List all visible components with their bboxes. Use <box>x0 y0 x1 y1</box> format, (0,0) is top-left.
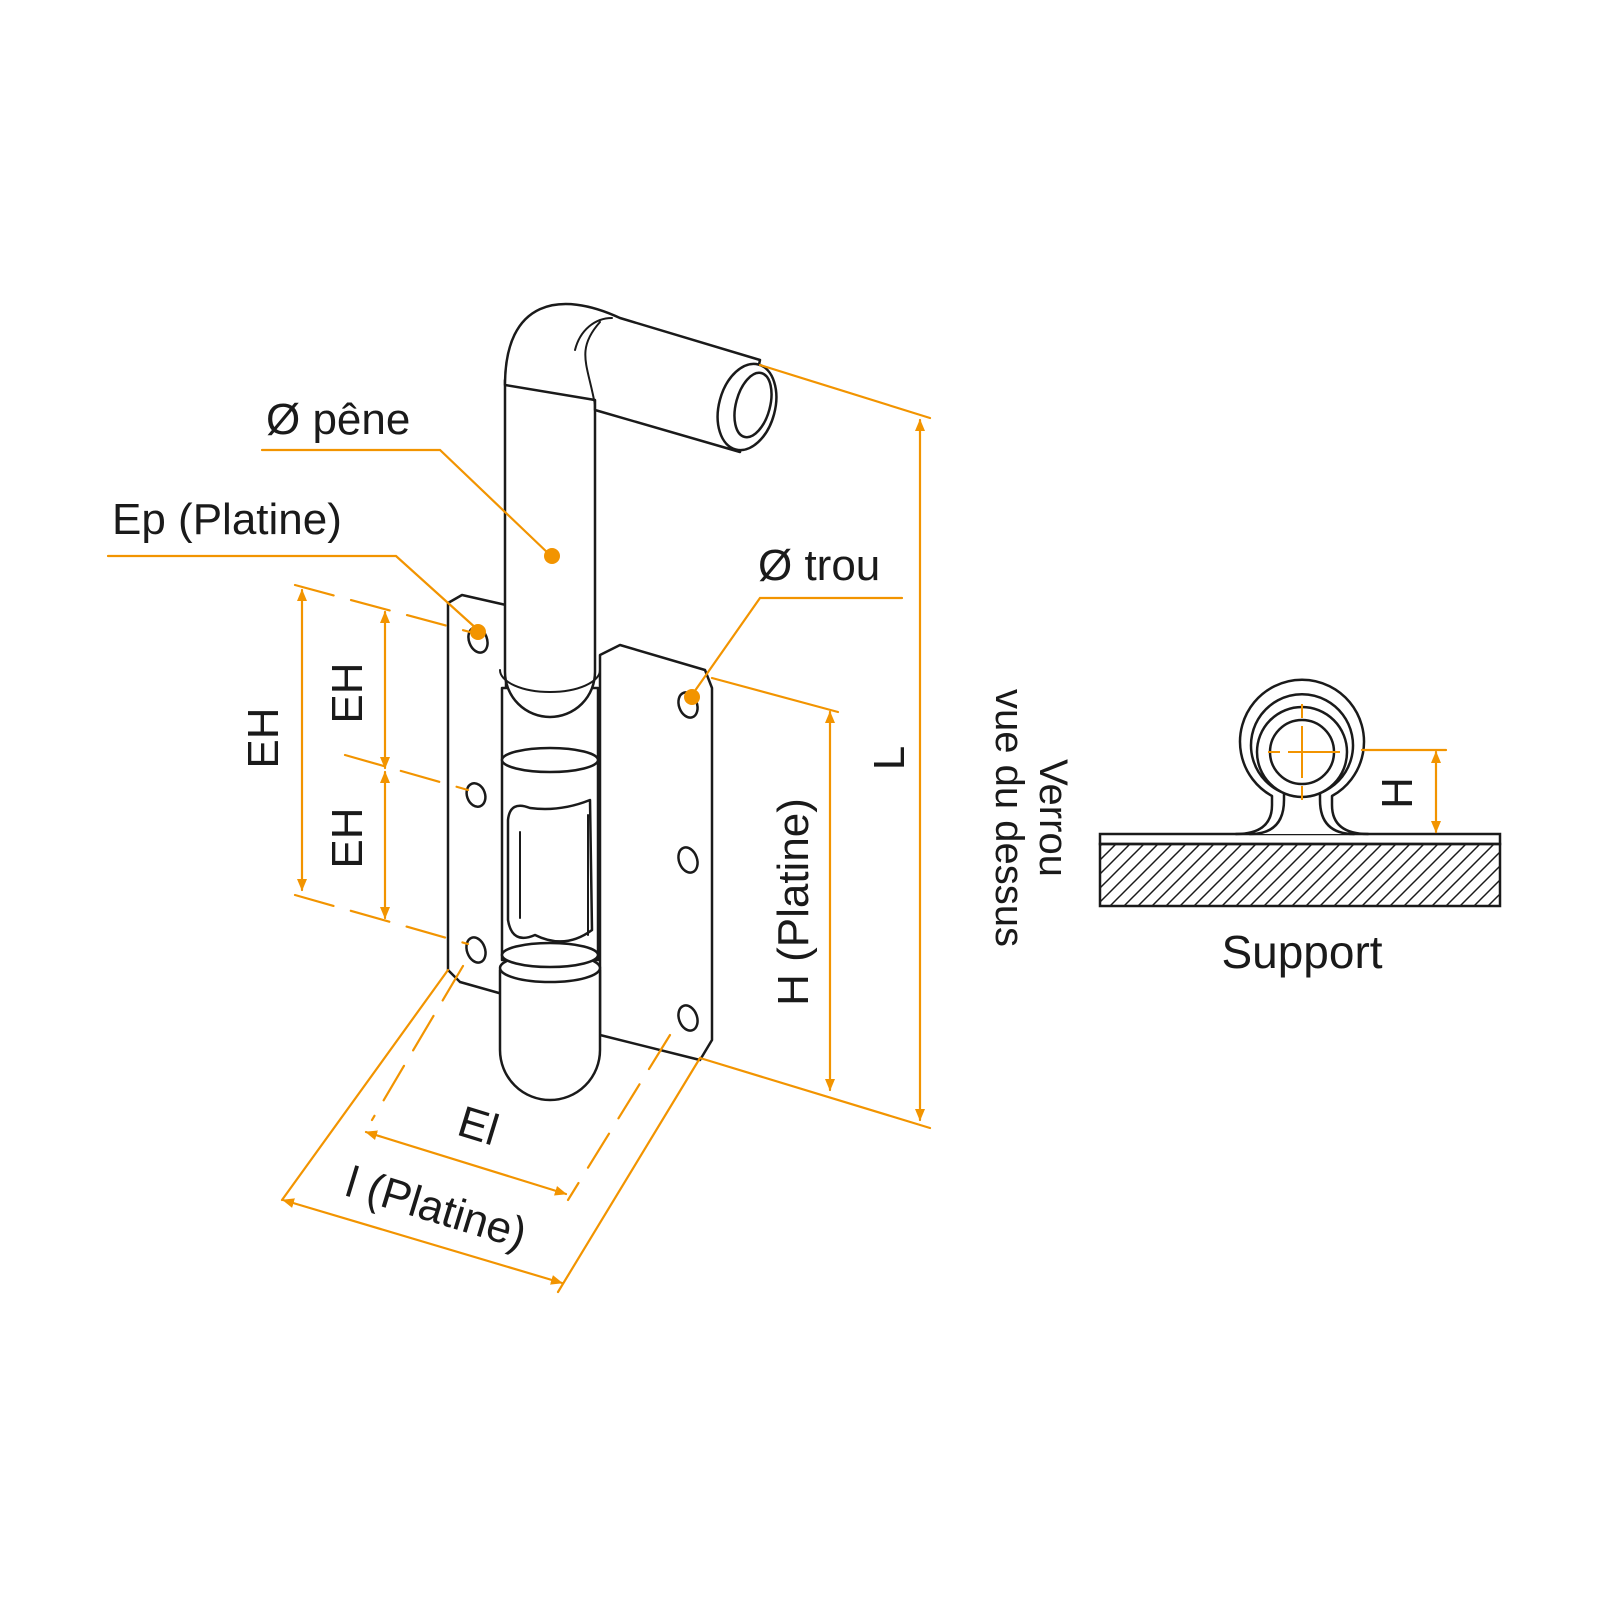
dimension-lines <box>106 363 932 1294</box>
label-diam-pene: Ø pêne <box>266 395 410 444</box>
l-extension-top <box>758 363 932 420</box>
guide-ring-lower <box>500 941 600 969</box>
l-extension-bottom <box>698 1056 932 1130</box>
l-platine-dimension <box>281 1198 564 1285</box>
top-view-caption: Verrou vue du dessus <box>987 689 1075 947</box>
label-h-small: H <box>1373 777 1422 809</box>
top-view-h-dimension <box>1360 748 1448 834</box>
leader-dot <box>544 548 560 564</box>
bolt-shaft-ring <box>499 669 601 693</box>
guide-slot <box>506 798 594 943</box>
dimension-labels: Ø pêne Ep (Platine) Ø trou EH EH EH H (P… <box>112 395 914 1259</box>
plate-holes <box>465 626 699 1032</box>
right-plate <box>598 643 714 1062</box>
bolt-handle-end-face <box>733 371 773 439</box>
eh-outer-ext-bottom <box>293 893 470 946</box>
label-h-platine: H (Platine) <box>769 798 818 1006</box>
label-verrou: Verrou <box>1031 759 1075 877</box>
support-top-strip <box>1098 832 1502 846</box>
hole-icon <box>465 936 487 964</box>
label-eh-outer: EH <box>239 707 288 768</box>
label-eh-lower: EH <box>323 807 372 868</box>
label-el: El <box>452 1097 504 1155</box>
el-dimension <box>364 1130 568 1196</box>
label-l-platine: l (Platine) <box>340 1158 532 1259</box>
label-support: Support <box>1221 926 1382 978</box>
eh-inner-ext-middle <box>343 753 470 792</box>
el-ext-left <box>370 964 465 1122</box>
leader-ep-platine <box>106 554 480 632</box>
guide-ring-upper <box>500 746 600 774</box>
label-diam-trou: Ø trou <box>758 541 880 590</box>
label-l: L <box>865 746 914 770</box>
label-eh-upper: EH <box>323 662 372 723</box>
lower-barrel <box>498 968 602 1102</box>
top-view: H Support <box>1098 678 1502 978</box>
l-platine-ext-right <box>556 1056 702 1294</box>
hole-icon <box>677 1004 699 1032</box>
label-vue-du-dessus: vue du dessus <box>987 689 1031 947</box>
h-platine-extension-top <box>710 676 840 714</box>
guide-slot-inner <box>519 814 589 936</box>
center-lines <box>1268 704 1340 800</box>
bolt-elbow-crease <box>574 317 613 351</box>
support-block <box>1098 842 1502 908</box>
leader-diam-trou <box>690 596 904 697</box>
hole-icon <box>677 846 699 874</box>
leader-diam-pene <box>260 448 552 557</box>
l-platine-ext-left <box>280 968 450 1202</box>
hole-icon <box>465 782 487 808</box>
bolt-main-view <box>446 302 778 1102</box>
leader-dot <box>470 624 486 640</box>
label-ep-platine: Ep (Platine) <box>112 495 342 544</box>
leader-dot <box>684 689 700 705</box>
bolt-elbow-inner <box>584 321 601 406</box>
el-ext-right <box>566 1033 672 1202</box>
eh-outer-ext-top <box>293 583 472 634</box>
